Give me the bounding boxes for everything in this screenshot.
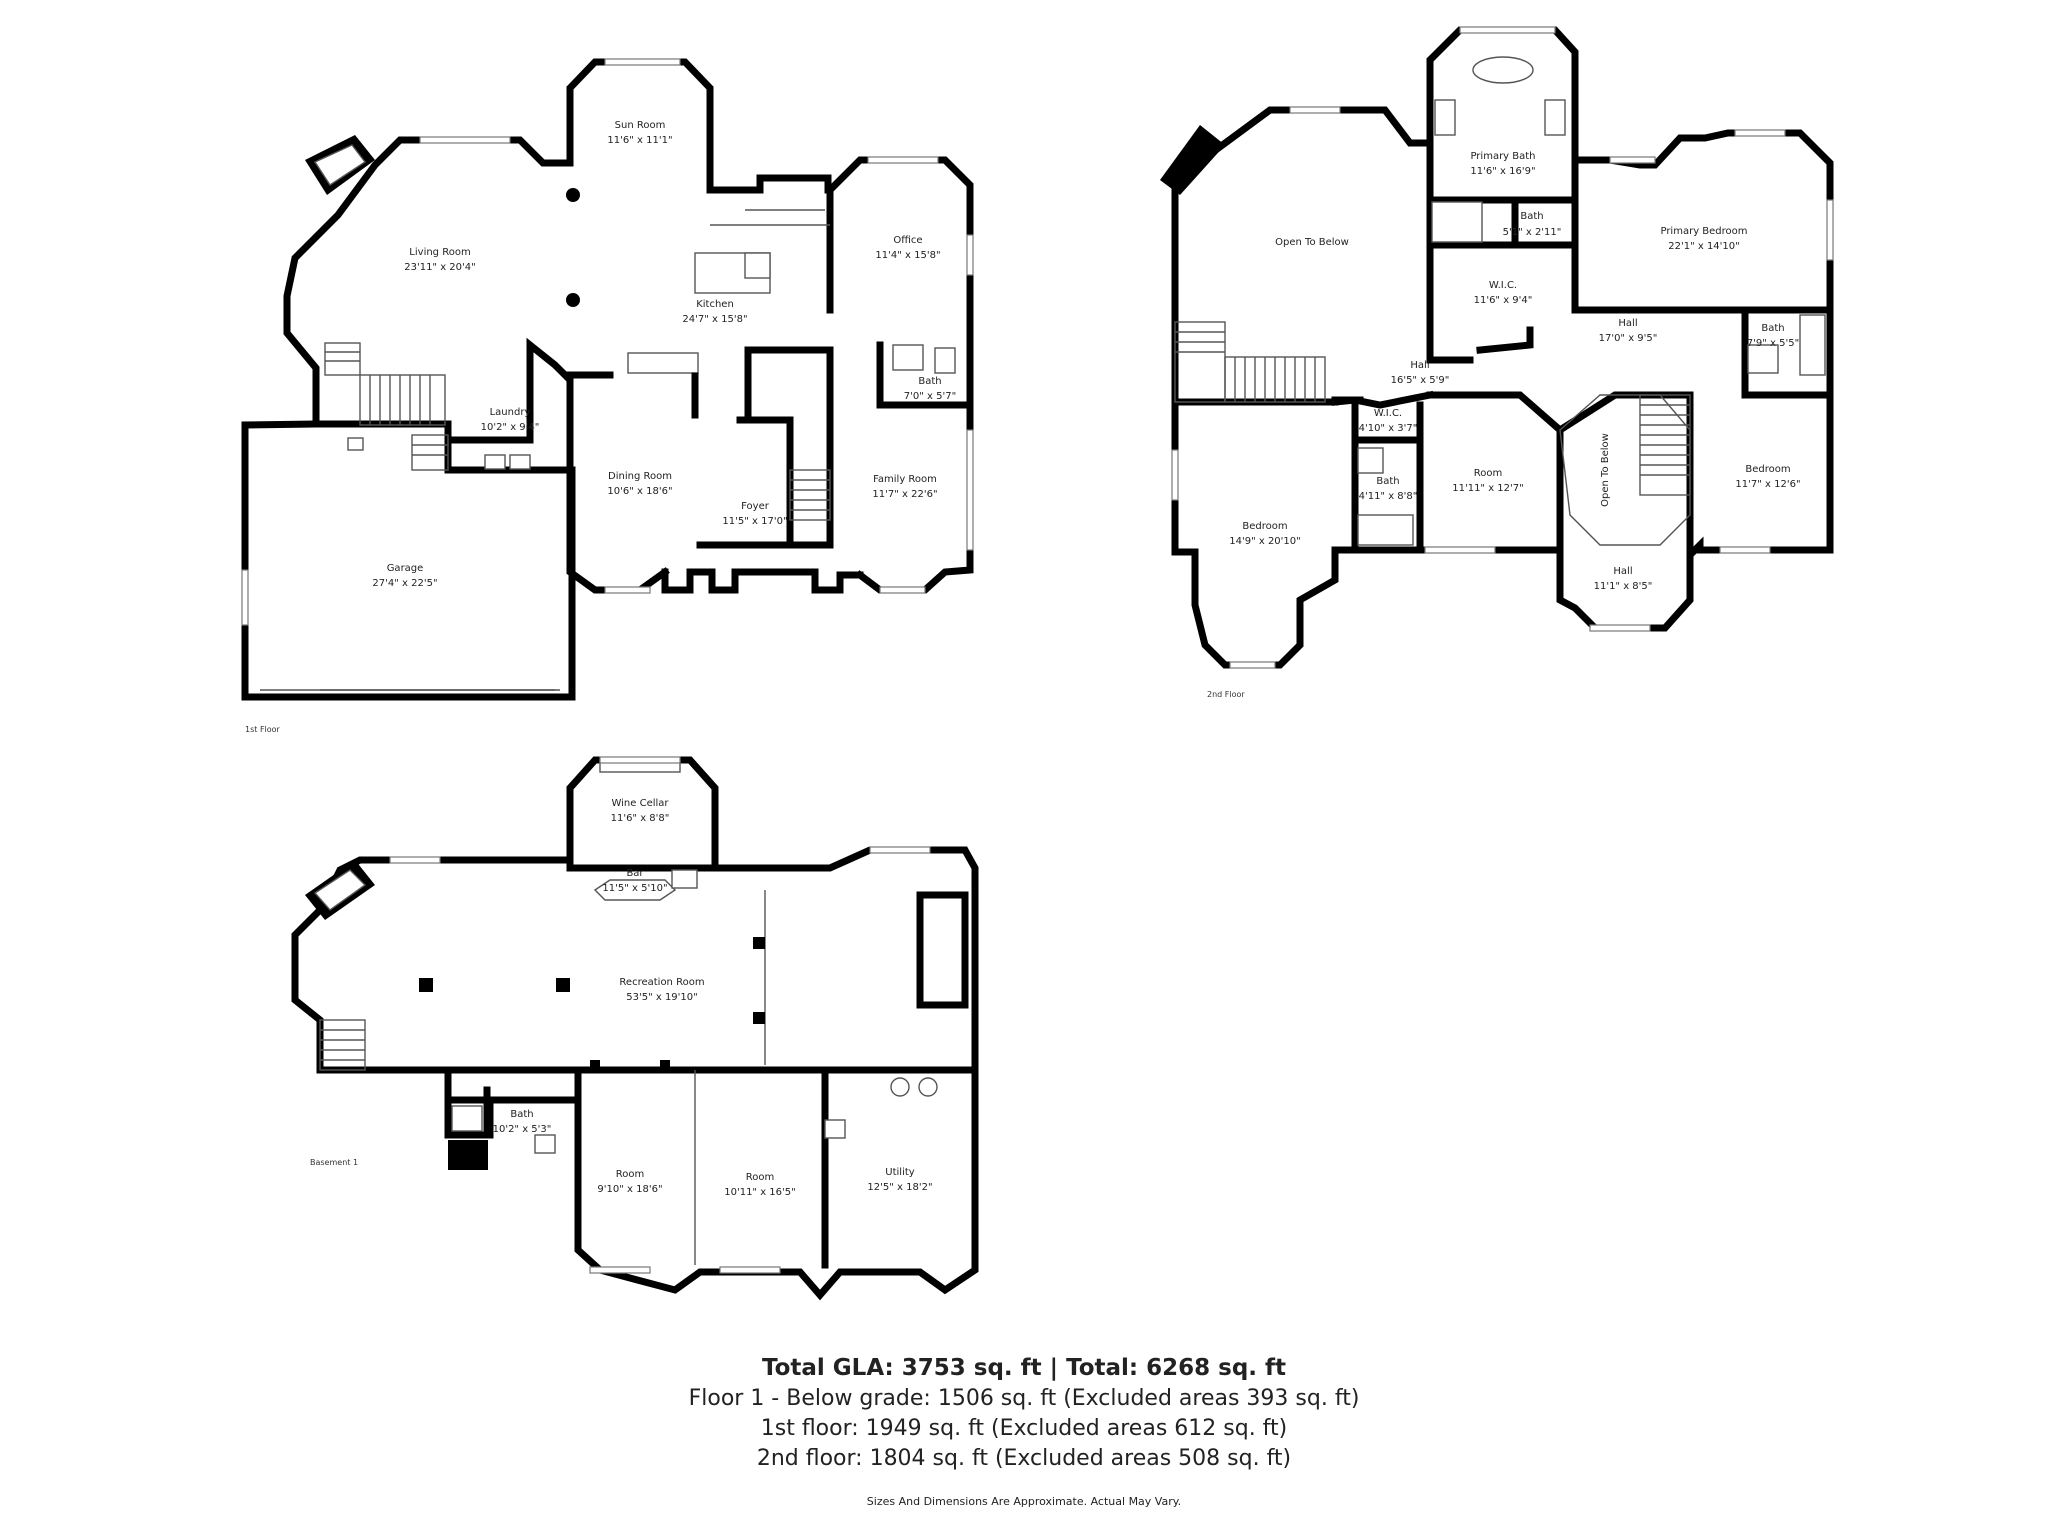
second-floor-label: 2nd Floor [1207, 690, 1245, 699]
room-dimensions: 12'5" x 18'2" [867, 1182, 932, 1193]
room-dimensions: 7'0" x 5'7" [904, 391, 956, 402]
room-dimensions: 11'6" x 9'4" [1474, 295, 1533, 306]
room-label: Primary Bedroom [1660, 226, 1747, 237]
room-label: Wine Cellar [611, 798, 669, 809]
room-label: Bedroom [1745, 464, 1790, 475]
room-dimensions: 11'6" x 11'1" [607, 135, 672, 146]
room-label: Room [1474, 468, 1502, 479]
room-label: Bath [1520, 211, 1543, 222]
room-label: W.I.C. [1489, 280, 1517, 291]
room-dimensions: 22'1" x 14'10" [1668, 241, 1740, 252]
total-area: Total GLA: 3753 sq. ft | Total: 6268 sq.… [761, 1355, 1287, 1381]
area-summary: Total GLA: 3753 sq. ft | Total: 6268 sq.… [0, 1352, 2048, 1512]
room-dimensions: 5'1" x 2'11" [1503, 227, 1562, 238]
room-dimensions: 14'9" x 20'10" [1229, 536, 1301, 547]
room-label: Open To Below [1600, 433, 1611, 507]
room-label: Garage [387, 563, 424, 574]
room-dimensions: 11'7" x 22'6" [872, 489, 937, 500]
room-dimensions: 11'6" x 16'9" [1470, 166, 1535, 177]
room-labels: Sun Room 11'6" x 11'1" Living Room 23'11… [372, 120, 1800, 1198]
first-floor-area: 1st floor: 1949 sq. ft (Excluded areas 6… [760, 1416, 1288, 1441]
second-floor-plan: 2nd Floor [1160, 26, 1834, 699]
room-dimensions: 11'11" x 12'7" [1452, 483, 1524, 494]
room-dimensions: 53'5" x 19'10" [626, 992, 698, 1003]
room-dimensions: 10'2" x 5'3" [493, 1124, 552, 1135]
room-dimensions: 11'5" x 5'10" [602, 883, 667, 894]
room-label: Hall [1613, 566, 1632, 577]
below-grade-area: Floor 1 - Below grade: 1506 sq. ft (Excl… [688, 1386, 1360, 1411]
room-dimensions: 11'6" x 8'8" [611, 813, 670, 824]
first-floor-plan: 1st Floor [241, 58, 974, 734]
second-floor-area: 2nd floor: 1804 sq. ft (Excluded areas 5… [756, 1446, 1292, 1471]
room-label: Bath [1376, 476, 1399, 487]
room-label: Living Room [409, 247, 470, 258]
room-label: Laundry [490, 407, 531, 418]
room-label: Open To Below [1275, 237, 1349, 248]
room-dimensions: 11'1" x 8'5" [1594, 581, 1653, 592]
room-label: Hall [1618, 318, 1637, 329]
room-label: Recreation Room [619, 977, 704, 988]
basement-plan: Basement 1 [291, 756, 979, 1301]
room-label: W.I.C. [1374, 408, 1402, 419]
room-label: Kitchen [696, 299, 734, 310]
room-dimensions: 16'5" x 5'9" [1391, 375, 1450, 386]
room-label: Room [746, 1172, 774, 1183]
room-label: Sun Room [615, 120, 666, 131]
room-dimensions: 24'7" x 15'8" [682, 314, 747, 325]
room-label: Room [616, 1169, 644, 1180]
room-label: Dining Room [608, 471, 672, 482]
room-label: Family Room [873, 474, 937, 485]
room-dimensions: 10'2" x 9'4" [481, 422, 540, 433]
basement-label: Basement 1 [310, 1158, 358, 1167]
room-label: Hall [1410, 360, 1429, 371]
room-dimensions: 10'6" x 18'6" [607, 486, 672, 497]
room-label: Utility [885, 1167, 914, 1178]
room-dimensions: 9'10" x 18'6" [597, 1184, 662, 1195]
room-label: Office [893, 235, 922, 246]
room-dimensions: 11'5" x 17'0" [722, 516, 787, 527]
room-dimensions: 10'11" x 16'5" [724, 1187, 796, 1198]
room-label: Bath [1761, 323, 1784, 334]
room-dimensions: 4'11" x 8'8" [1359, 491, 1418, 502]
room-dimensions: 11'4" x 15'8" [875, 250, 940, 261]
room-label: Bedroom [1242, 521, 1287, 532]
room-label: Foyer [741, 501, 770, 512]
room-label: Bath [510, 1109, 533, 1120]
room-dimensions: 4'10" x 3'7" [1359, 423, 1418, 434]
disclaimer: Sizes And Dimensions Are Approximate. Ac… [866, 1495, 1182, 1508]
first-floor-label: 1st Floor [245, 725, 281, 734]
room-dimensions: 7'9" x 5'5" [1747, 338, 1799, 349]
room-dimensions: 17'0" x 9'5" [1599, 333, 1658, 344]
room-label: Bath [918, 376, 941, 387]
room-dimensions: 11'7" x 12'6" [1735, 479, 1800, 490]
room-dimensions: 27'4" x 22'5" [372, 578, 437, 589]
room-label: Primary Bath [1470, 151, 1535, 162]
room-dimensions: 23'11" x 20'4" [404, 262, 476, 273]
room-label: Bar [626, 868, 644, 879]
